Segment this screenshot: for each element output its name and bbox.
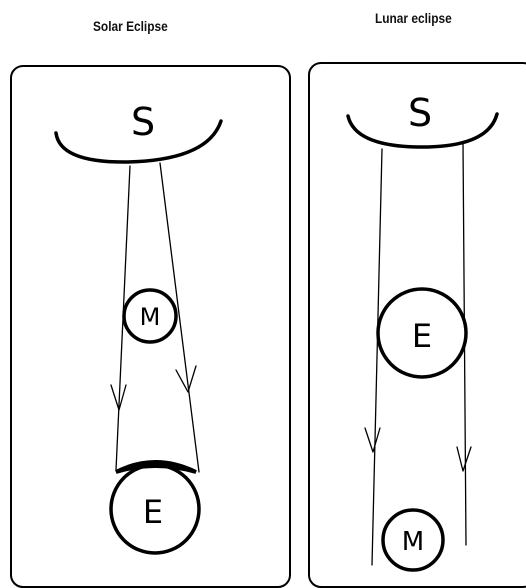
- solar-moon-label: M: [140, 303, 161, 331]
- lunar-ray-left: [371, 148, 383, 566]
- lunar-sun-label: S: [408, 91, 432, 135]
- lunar-sun-arc: [346, 112, 499, 149]
- solar-ray-right: [159, 162, 200, 473]
- lunar-eclipse-panel: S E M: [308, 62, 526, 588]
- lunar-arrow-right: [456, 446, 472, 472]
- lunar-earth-label: E: [412, 317, 432, 355]
- lunar-eclipse-title: Lunar eclipse: [375, 10, 452, 26]
- lunar-moon-label: M: [402, 527, 424, 557]
- solar-arrow-right: [175, 365, 197, 393]
- solar-moon-circle: [122, 288, 178, 344]
- lunar-arrow-left: [364, 427, 381, 453]
- solar-earth-shadow: [115, 460, 197, 474]
- solar-sun-arc: [54, 119, 223, 164]
- solar-panel-frame: [10, 65, 291, 588]
- solar-sun-label: S: [131, 100, 155, 144]
- solar-arrow-left: [110, 384, 127, 411]
- lunar-moon-circle: [381, 508, 445, 572]
- lunar-earth-circle: [376, 287, 468, 379]
- solar-eclipse-title: Solar Eclipse: [93, 18, 168, 34]
- solar-earth-label: E: [143, 493, 163, 531]
- solar-eclipse-panel: S M E: [10, 65, 291, 588]
- lunar-panel-frame: [308, 62, 526, 588]
